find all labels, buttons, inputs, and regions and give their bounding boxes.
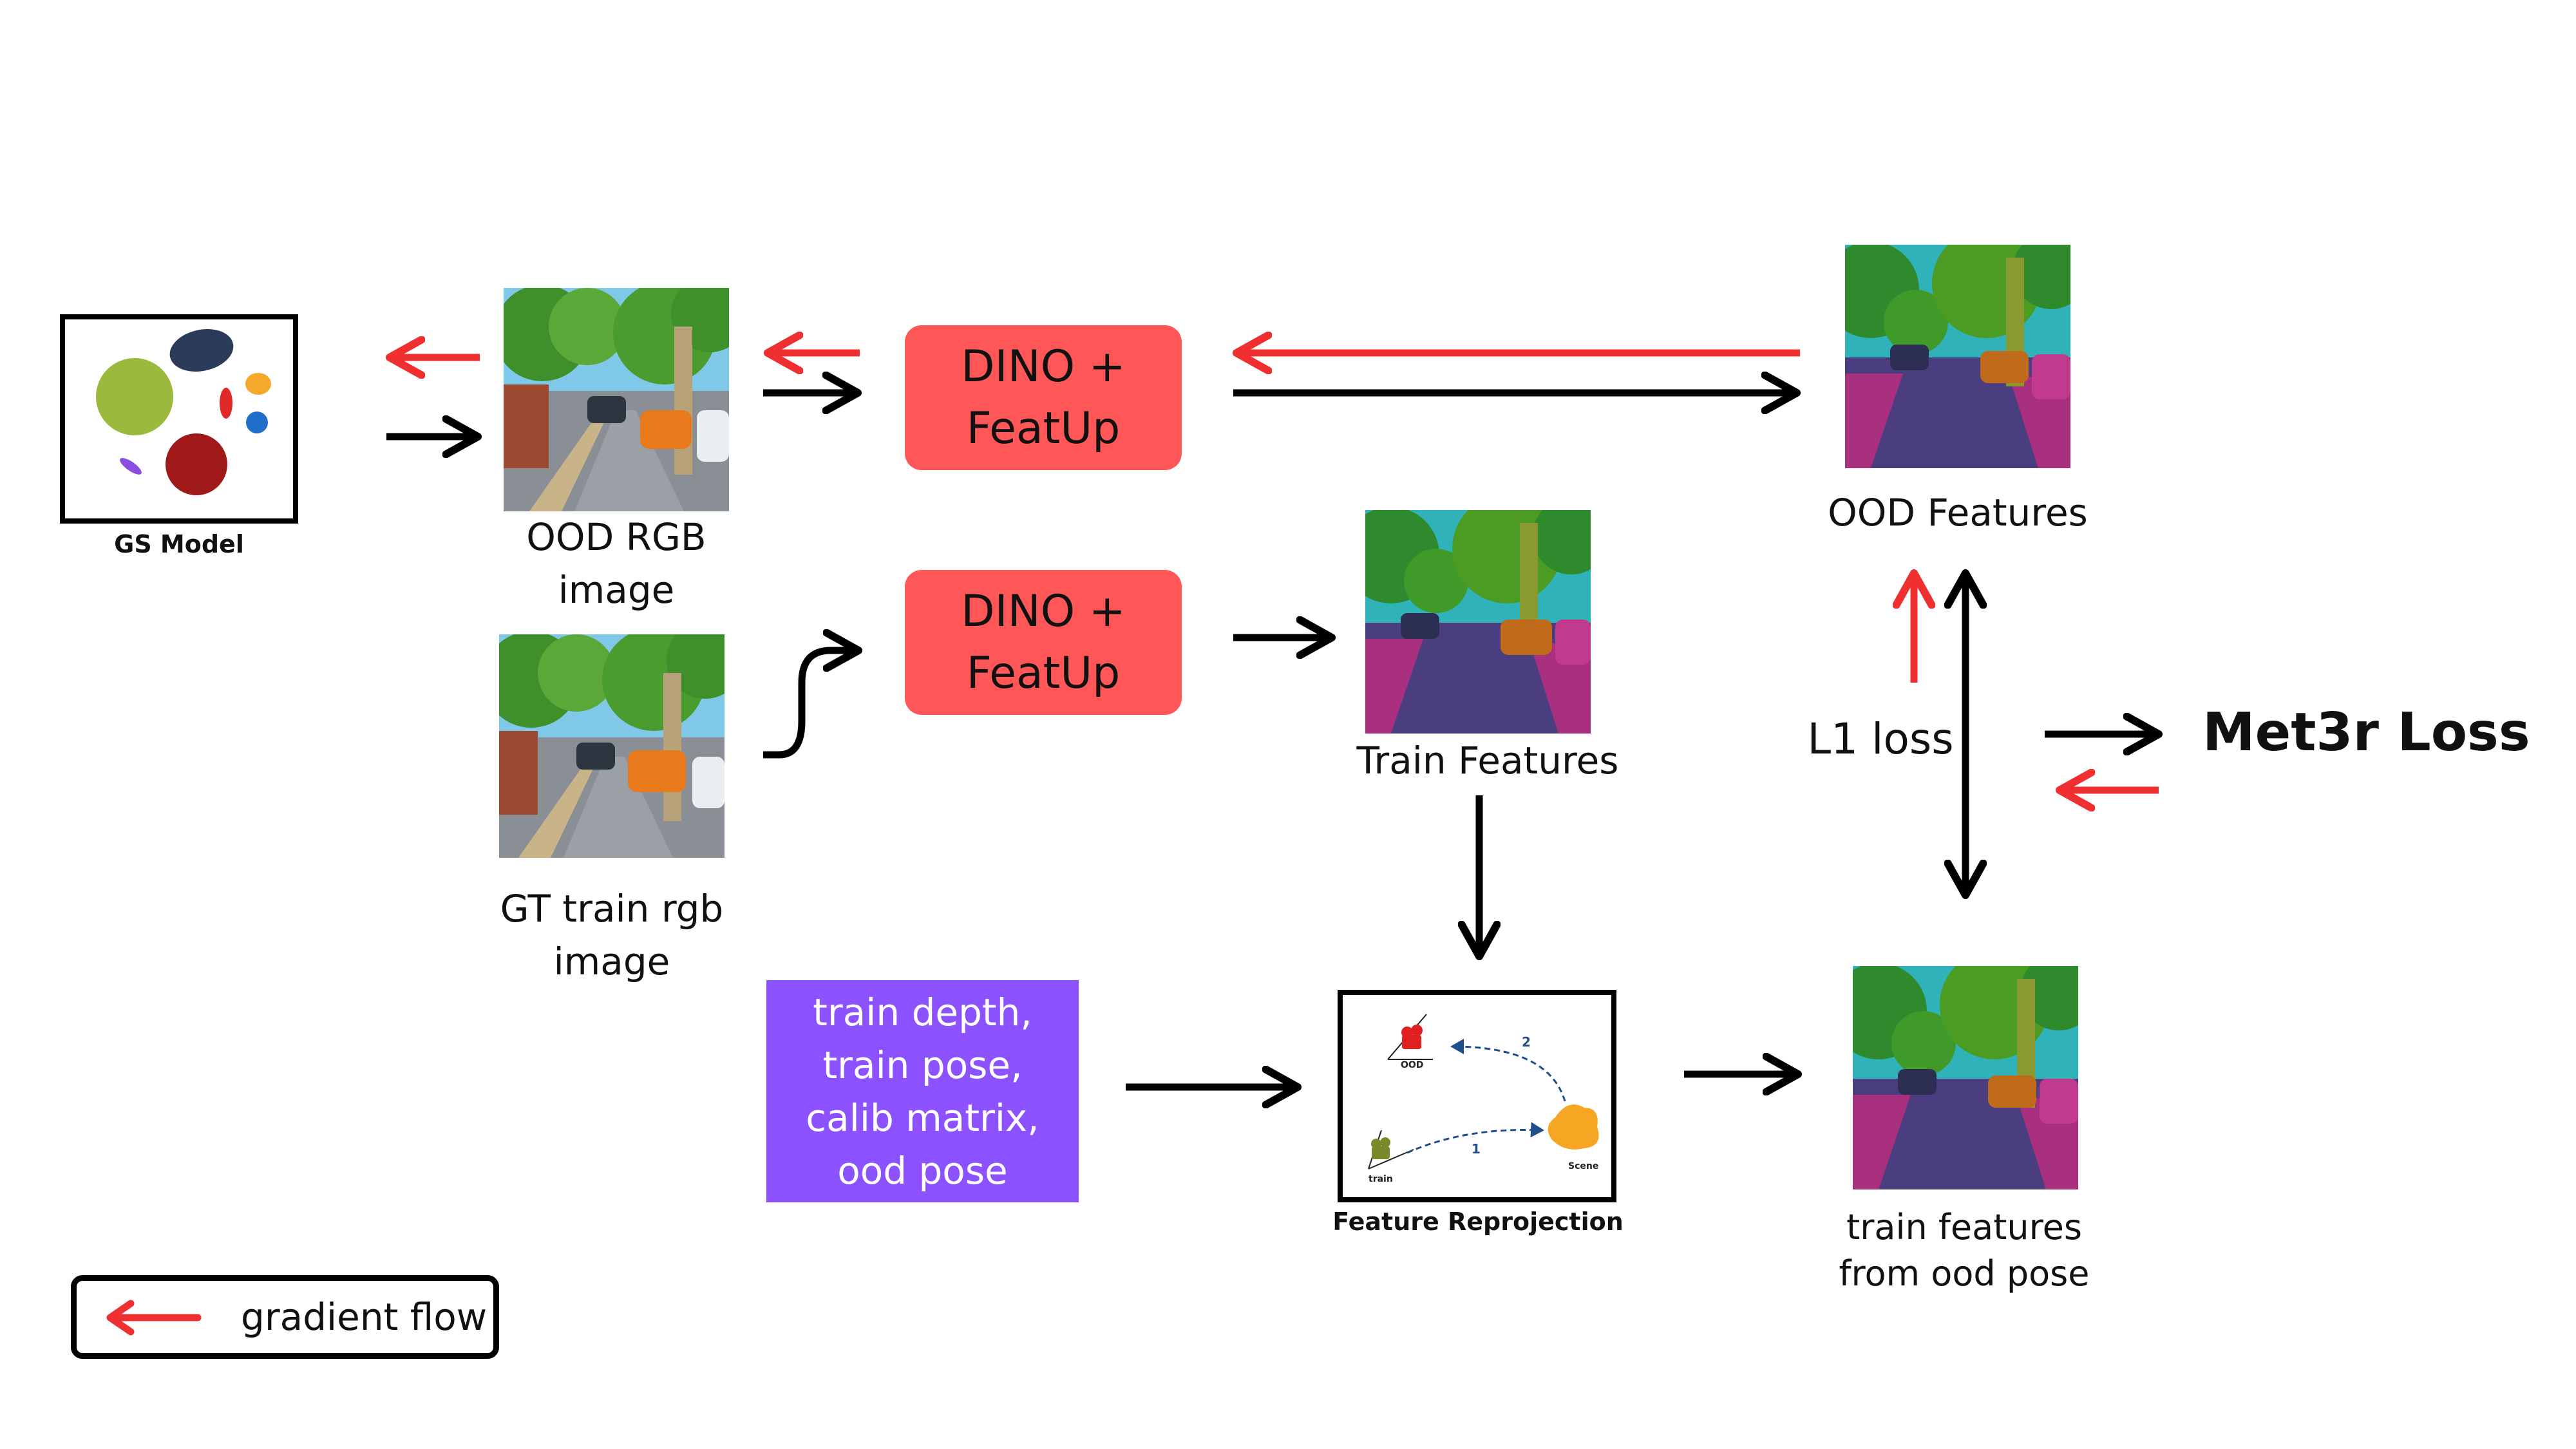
ood-features-image [1823,229,2090,468]
dino-featup-top: DINO + FeatUp [905,325,1182,470]
legend-box: gradient flow [71,1275,499,1359]
train-camera-text: train [1368,1174,1393,1184]
train-features-label: Train Features [1356,739,1619,782]
legend-label: gradient flow [241,1295,488,1339]
train-features-image [1343,494,1610,734]
step-2-text: 2 [1522,1034,1531,1050]
step-1-text: 1 [1472,1141,1481,1157]
ood-rgb-image [494,275,748,511]
met3r-loss-label: Met3r Loss [2202,702,2530,763]
gt-train-rgb-label: GT train rgb image [500,887,724,983]
reprojection-sketch: OOD train Scene 1 2 [1368,1014,1599,1184]
feature-reprojection-box: OOD train Scene 1 2 [1338,990,1616,1202]
train-camera-icon [1368,1130,1414,1170]
gs-model-label: GS Model [114,530,244,558]
gt-train-rgb-image [483,621,744,858]
gs-model-box [60,314,298,524]
train-features-ood-pose-image [1830,950,2098,1189]
l1-loss-label: L1 loss [1807,714,1954,764]
feature-reprojection-label: Feature Reprojection [1332,1208,1624,1236]
train-inputs-box: train depth, train pose, calib matrix, o… [766,980,1079,1202]
ood-rgb-label: OOD RGB image [526,515,706,612]
ood-camera-icon [1387,1014,1433,1060]
arrow-gt-to-dino [763,650,858,759]
train-features-ood-pose-label: train features from ood pose [1839,1207,2090,1294]
ood-camera-text: OOD [1401,1060,1423,1070]
scene-blob-icon [1548,1104,1599,1150]
gradient-flow-arrow-icon [106,1300,202,1336]
scene-text: Scene [1568,1161,1598,1171]
gaussian-splats-icon [96,329,271,495]
dino-featup-bottom: DINO + FeatUp [905,570,1182,715]
ood-features-label: OOD Features [1828,491,2088,535]
